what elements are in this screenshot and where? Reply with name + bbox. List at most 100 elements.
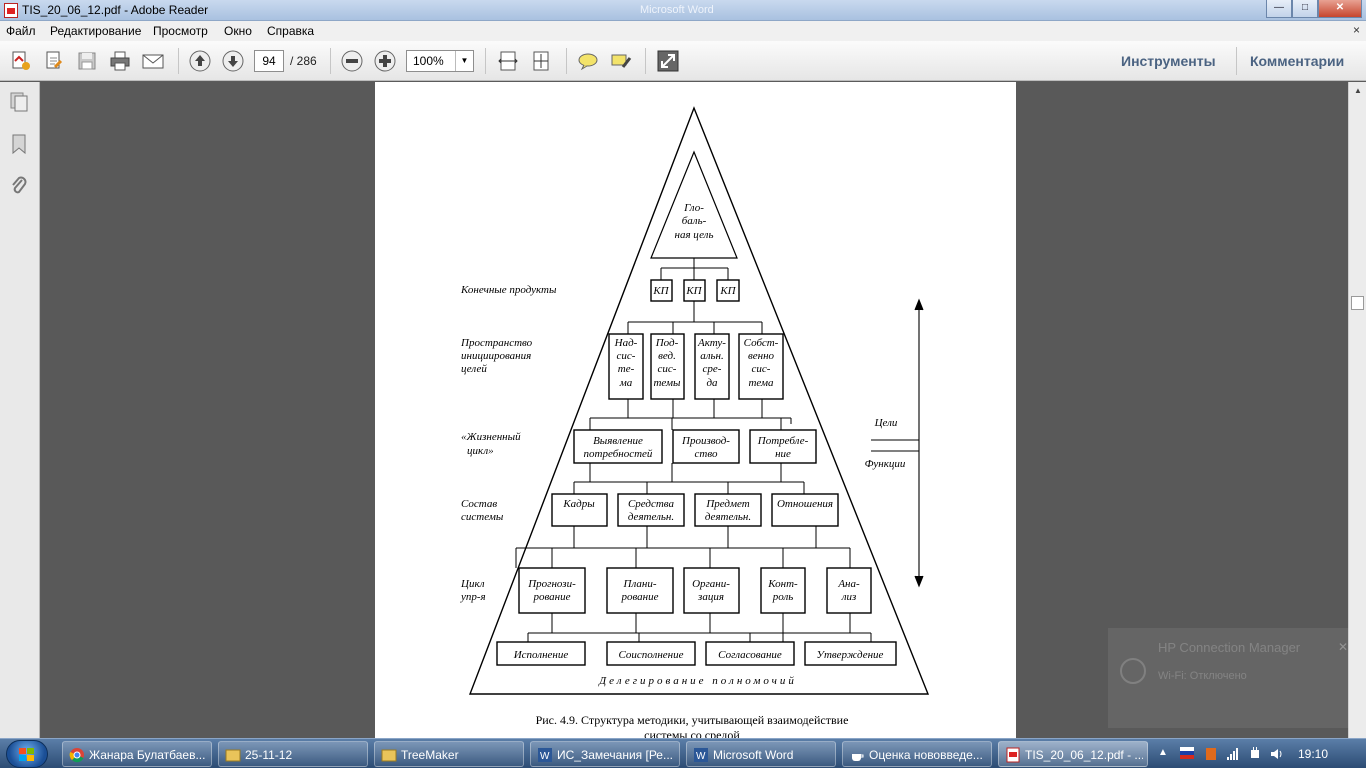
menu-help[interactable]: Справка <box>267 24 315 38</box>
close-button[interactable]: ✕ <box>1318 0 1362 18</box>
taskbar-item-folder-treemaker[interactable]: TreeMaker <box>374 741 524 767</box>
maximize-button[interactable]: □ <box>1292 0 1318 18</box>
label-life-cycle: цикл» <box>467 445 494 457</box>
space-box-3: да <box>706 377 718 389</box>
signal-bars-icon[interactable] <box>1226 747 1240 761</box>
menu-window[interactable]: Окно <box>224 24 252 38</box>
next-page-button[interactable] <box>220 49 246 73</box>
window-title: TIS_20_06_12.pdf - Adobe Reader <box>22 3 209 17</box>
toolbar-separator <box>485 48 486 74</box>
life-box-2: ство <box>695 448 718 460</box>
life-box-1: Выявление <box>593 435 643 447</box>
toolbar-separator <box>566 48 567 74</box>
life-box-3: Потребле- <box>757 435 809 447</box>
email-button[interactable] <box>140 49 166 73</box>
menu-edit[interactable]: Редактирование <box>50 24 142 38</box>
office-icon[interactable] <box>1204 747 1218 761</box>
space-box-2: сис- <box>658 363 677 375</box>
scroll-up-icon[interactable]: ▲ <box>1354 86 1362 95</box>
print-button[interactable] <box>107 49 133 73</box>
hp-connection-notification[interactable]: HP Connection Manager Wi-Fi: Отключено ✕ <box>1108 628 1358 728</box>
scrollbar-thumb[interactable] <box>1351 296 1364 310</box>
adobe-reader-icon <box>4 3 18 18</box>
language-flag-icon[interactable] <box>1180 747 1194 761</box>
paperclip-icon <box>12 176 27 194</box>
space-box-2: темы <box>653 377 681 389</box>
tools-panel-link[interactable]: Инструменты <box>1121 53 1216 69</box>
composition-box-2: Средства <box>628 498 675 510</box>
show-hidden-icons-icon[interactable]: ▲ <box>1158 747 1168 758</box>
label-system-composition: Состав <box>461 498 497 510</box>
page-thumbnails-button[interactable] <box>8 90 30 114</box>
start-button[interactable] <box>6 740 48 768</box>
envelope-icon <box>142 54 164 69</box>
taskbar-item-label: Оценка нововведе... <box>869 748 983 762</box>
taskbar-item-label: Жанара Булатбаев... <box>89 748 206 762</box>
page-total: / 286 <box>290 54 317 68</box>
document-viewer[interactable]: Гло- баль- ная цель КП КП КП Над- сис- т… <box>41 82 1348 738</box>
toolbar-separator <box>1236 47 1237 75</box>
menu-view[interactable]: Просмотр <box>153 24 208 38</box>
kp-box-3: КП <box>719 285 736 297</box>
close-document-icon[interactable]: × <box>1352 23 1360 37</box>
delegation-caption: Делегирование полномочий <box>598 675 797 687</box>
bookmarks-button[interactable] <box>8 132 30 156</box>
comments-panel-link[interactable]: Комментарии <box>1250 53 1345 69</box>
attachments-button[interactable] <box>8 174 30 198</box>
label-management-cycle: упр-я <box>460 591 486 603</box>
toolbar-separator <box>645 48 646 74</box>
background-window-title: Microsoft Word <box>640 4 714 16</box>
label-management-cycle: Цикл <box>460 578 485 590</box>
taskbar-item-chrome[interactable]: Жанара Булатбаев... <box>62 741 212 767</box>
printer-icon <box>110 51 130 71</box>
zoom-out-button[interactable] <box>339 49 365 73</box>
expand-icon <box>657 50 679 72</box>
save-button[interactable] <box>74 49 100 73</box>
chrome-icon <box>69 748 84 763</box>
clock[interactable]: 19:10 <box>1298 747 1329 761</box>
apex-label-2: баль- <box>682 215 707 227</box>
notification-subtitle: Wi-Fi: Отключено <box>1158 670 1247 682</box>
edit-pdf-button[interactable] <box>41 49 67 73</box>
svg-text:W: W <box>696 751 706 762</box>
fit-page-button[interactable] <box>528 49 554 73</box>
minimize-button[interactable]: — <box>1266 0 1292 18</box>
fit-width-button[interactable] <box>495 49 521 73</box>
highlight-button[interactable] <box>608 49 634 73</box>
previous-page-button[interactable] <box>187 49 213 73</box>
volume-icon[interactable] <box>1270 747 1284 761</box>
add-comment-button[interactable] <box>575 49 601 73</box>
word-icon: W <box>694 748 708 762</box>
cycle-box-4: роль <box>772 591 794 603</box>
taskbar-item-word-notes[interactable]: W ИС_Замечания [Ре... <box>530 741 680 767</box>
page-number-input[interactable]: 94 <box>254 50 284 72</box>
apex-label-1: Гло- <box>683 202 704 214</box>
taskbar-item-assessment[interactable]: Оценка нововведе... <box>842 741 992 767</box>
composition-box-4: Отношения <box>777 498 833 510</box>
full-screen-button[interactable] <box>655 49 681 73</box>
save-icon <box>78 52 96 70</box>
cycle-box-2: Плани- <box>623 578 657 590</box>
create-pdf-icon <box>12 51 30 70</box>
create-pdf-button[interactable] <box>8 49 34 73</box>
chevron-down-icon[interactable]: ▼ <box>455 51 473 71</box>
vertical-scrollbar[interactable]: ▲ <box>1348 82 1366 738</box>
cycle-box-3: Органи- <box>692 578 730 590</box>
zoom-in-button[interactable] <box>372 49 398 73</box>
navigation-pane <box>0 82 40 738</box>
zoom-select[interactable]: 100% ▼ <box>406 50 474 72</box>
composition-box-1: Кадры <box>562 498 595 510</box>
menu-bar: Файл Редактирование Просмотр Окно Справк… <box>0 21 1366 41</box>
taskbar-item-word[interactable]: W Microsoft Word <box>686 741 836 767</box>
delegation-box-4: Утверждение <box>817 649 884 661</box>
power-plug-icon[interactable] <box>1248 747 1262 761</box>
taskbar-item-adobe-reader[interactable]: TIS_20_06_12.pdf - ... <box>998 741 1148 767</box>
notification-close-icon[interactable]: ✕ <box>1337 640 1348 654</box>
life-box-1: потребностей <box>584 448 653 460</box>
taskbar-item-label: 25-11-12 <box>245 748 293 762</box>
taskbar-item-folder-25-11-12[interactable]: 25-11-12 <box>218 741 368 767</box>
menu-file[interactable]: Файл <box>6 24 36 38</box>
space-box-1: сис- <box>617 350 636 362</box>
figure-caption: системы со средой <box>644 728 740 738</box>
comment-bubble-icon <box>578 53 598 71</box>
